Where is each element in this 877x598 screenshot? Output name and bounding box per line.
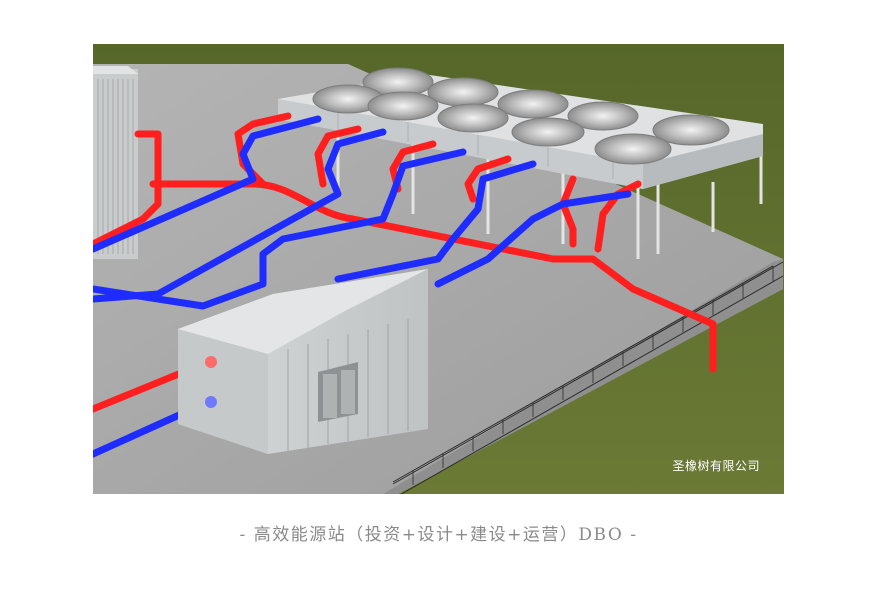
cooling-fans [312, 67, 730, 165]
return-pipes [93, 115, 632, 458]
energy-station-render: 圣橡树有限公司 [93, 44, 784, 494]
supply-pipes [93, 112, 717, 413]
perimeter-fence [392, 261, 784, 494]
equipment-container [178, 269, 428, 454]
container-pipe-glow [205, 356, 217, 408]
render-svg [93, 44, 784, 494]
figure-caption: - 高效能源站（投资+设计+建设+运营）DBO - [239, 525, 638, 545]
company-watermark: 圣橡树有限公司 [672, 459, 760, 473]
